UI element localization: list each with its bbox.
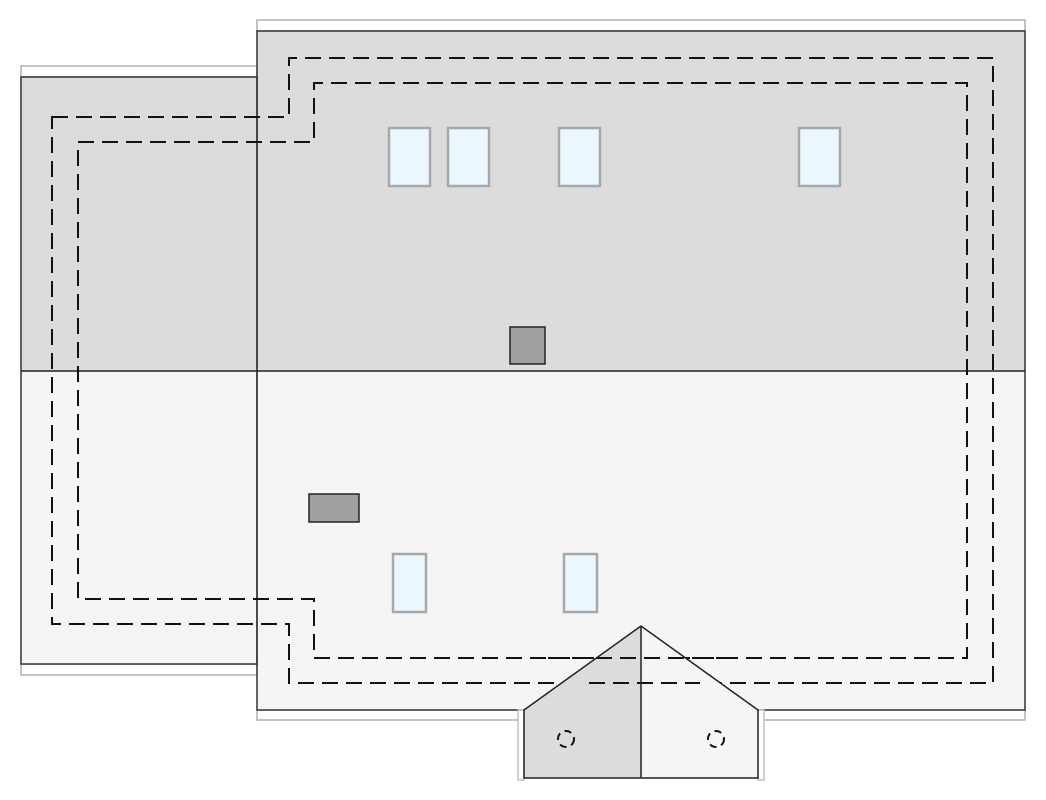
skylight	[391, 552, 428, 614]
inner-dashed-line	[77, 82, 968, 659]
skylight	[387, 126, 432, 188]
dormer-outline	[523, 625, 759, 779]
left-wing-bottom-fascia	[20, 663, 258, 676]
left-wing-top-fascia	[20, 65, 258, 78]
skylight	[562, 552, 599, 614]
skylight	[797, 126, 842, 188]
skylight	[446, 126, 491, 188]
outer-dashed-line	[51, 57, 994, 684]
dormer-right-post	[757, 709, 765, 781]
chimney	[308, 493, 360, 523]
dormer-right-plane	[641, 626, 758, 778]
dormer-left-post	[517, 709, 525, 781]
dormer-dashed-lines	[548, 657, 734, 684]
left-wing-upper-plane	[21, 77, 257, 371]
dormer	[517, 625, 765, 781]
skylights	[387, 126, 842, 614]
skylight	[557, 126, 602, 188]
main-upper-plane	[257, 31, 1025, 371]
dormer-left-plane	[524, 626, 641, 778]
left-wing-lower-plane	[21, 371, 257, 664]
vent-icon	[707, 730, 725, 748]
vent-icon	[557, 730, 575, 748]
chimney	[509, 326, 546, 365]
main-top-fascia	[256, 19, 1026, 32]
